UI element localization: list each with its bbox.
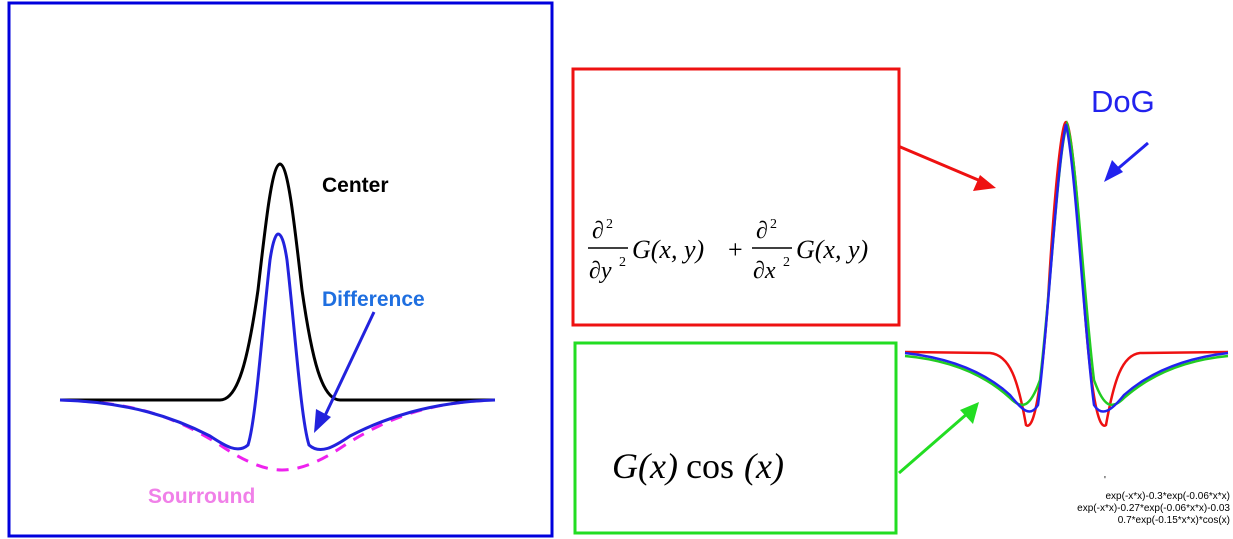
dog-arrowhead (1104, 160, 1123, 182)
laplacian-curve (904, 120, 1229, 427)
function-1: G(x, y) (632, 235, 704, 264)
difference-arrow (320, 311, 376, 423)
dog-arrow (1113, 141, 1149, 174)
plus-sign: + (728, 235, 743, 264)
dog-curve (904, 123, 1229, 413)
difference-label: Difference (322, 288, 425, 311)
legend-tick: ' (1104, 475, 1106, 486)
gabor-box (573, 341, 898, 535)
center-curve (60, 162, 495, 402)
denominator-1: ∂y (589, 258, 612, 284)
surround-label: Sourround (148, 485, 255, 508)
left-panel-frame (7, 1, 554, 538)
gabor-arg: (x) (638, 446, 678, 486)
exp-top-1: 2 (606, 217, 613, 232)
green-arrowhead (960, 402, 979, 424)
difference-curve (59, 232, 496, 451)
center-label: Center (322, 174, 389, 197)
plot-legend: exp(-x*x)-0.3*exp(-0.06*x*x) exp(-x*x)-0… (1077, 491, 1230, 526)
gabor-cos: cos (686, 446, 734, 486)
gabor-arg2: (x) (744, 446, 784, 486)
dog-label: DoG (1091, 84, 1155, 119)
exp-top-2: 2 (770, 217, 777, 232)
partial-top-1: ∂ (592, 218, 604, 244)
surround-curve (59, 398, 496, 472)
gabor-formula: G (x) cos (x) (612, 446, 784, 486)
red-arrow (897, 144, 984, 184)
gabor-g: G (612, 446, 638, 486)
green-arrow (898, 411, 969, 475)
difference-arrowhead (314, 409, 331, 433)
laplacian-formula: ∂ 2 ∂y 2 G(x, y) + ∂ 2 ∂x 2 G(x, y) (588, 217, 868, 284)
legend-line-2: exp(-x*x)-0.27*exp(-0.06*x*x)-0.03 (1077, 503, 1230, 514)
partial-top-2: ∂ (756, 218, 768, 244)
function-2: G(x, y) (796, 235, 868, 264)
laplacian-box (571, 67, 901, 327)
legend-line-1: exp(-x*x)-0.3*exp(-0.06*x*x) (1106, 491, 1231, 502)
red-arrowhead (973, 175, 996, 191)
exp-bot-2: 2 (783, 255, 790, 270)
exp-bot-1: 2 (619, 255, 626, 270)
denominator-2: ∂x (753, 258, 776, 284)
legend-line-3: 0.7*exp(-0.15*x*x)*cos(x) (1118, 515, 1230, 526)
